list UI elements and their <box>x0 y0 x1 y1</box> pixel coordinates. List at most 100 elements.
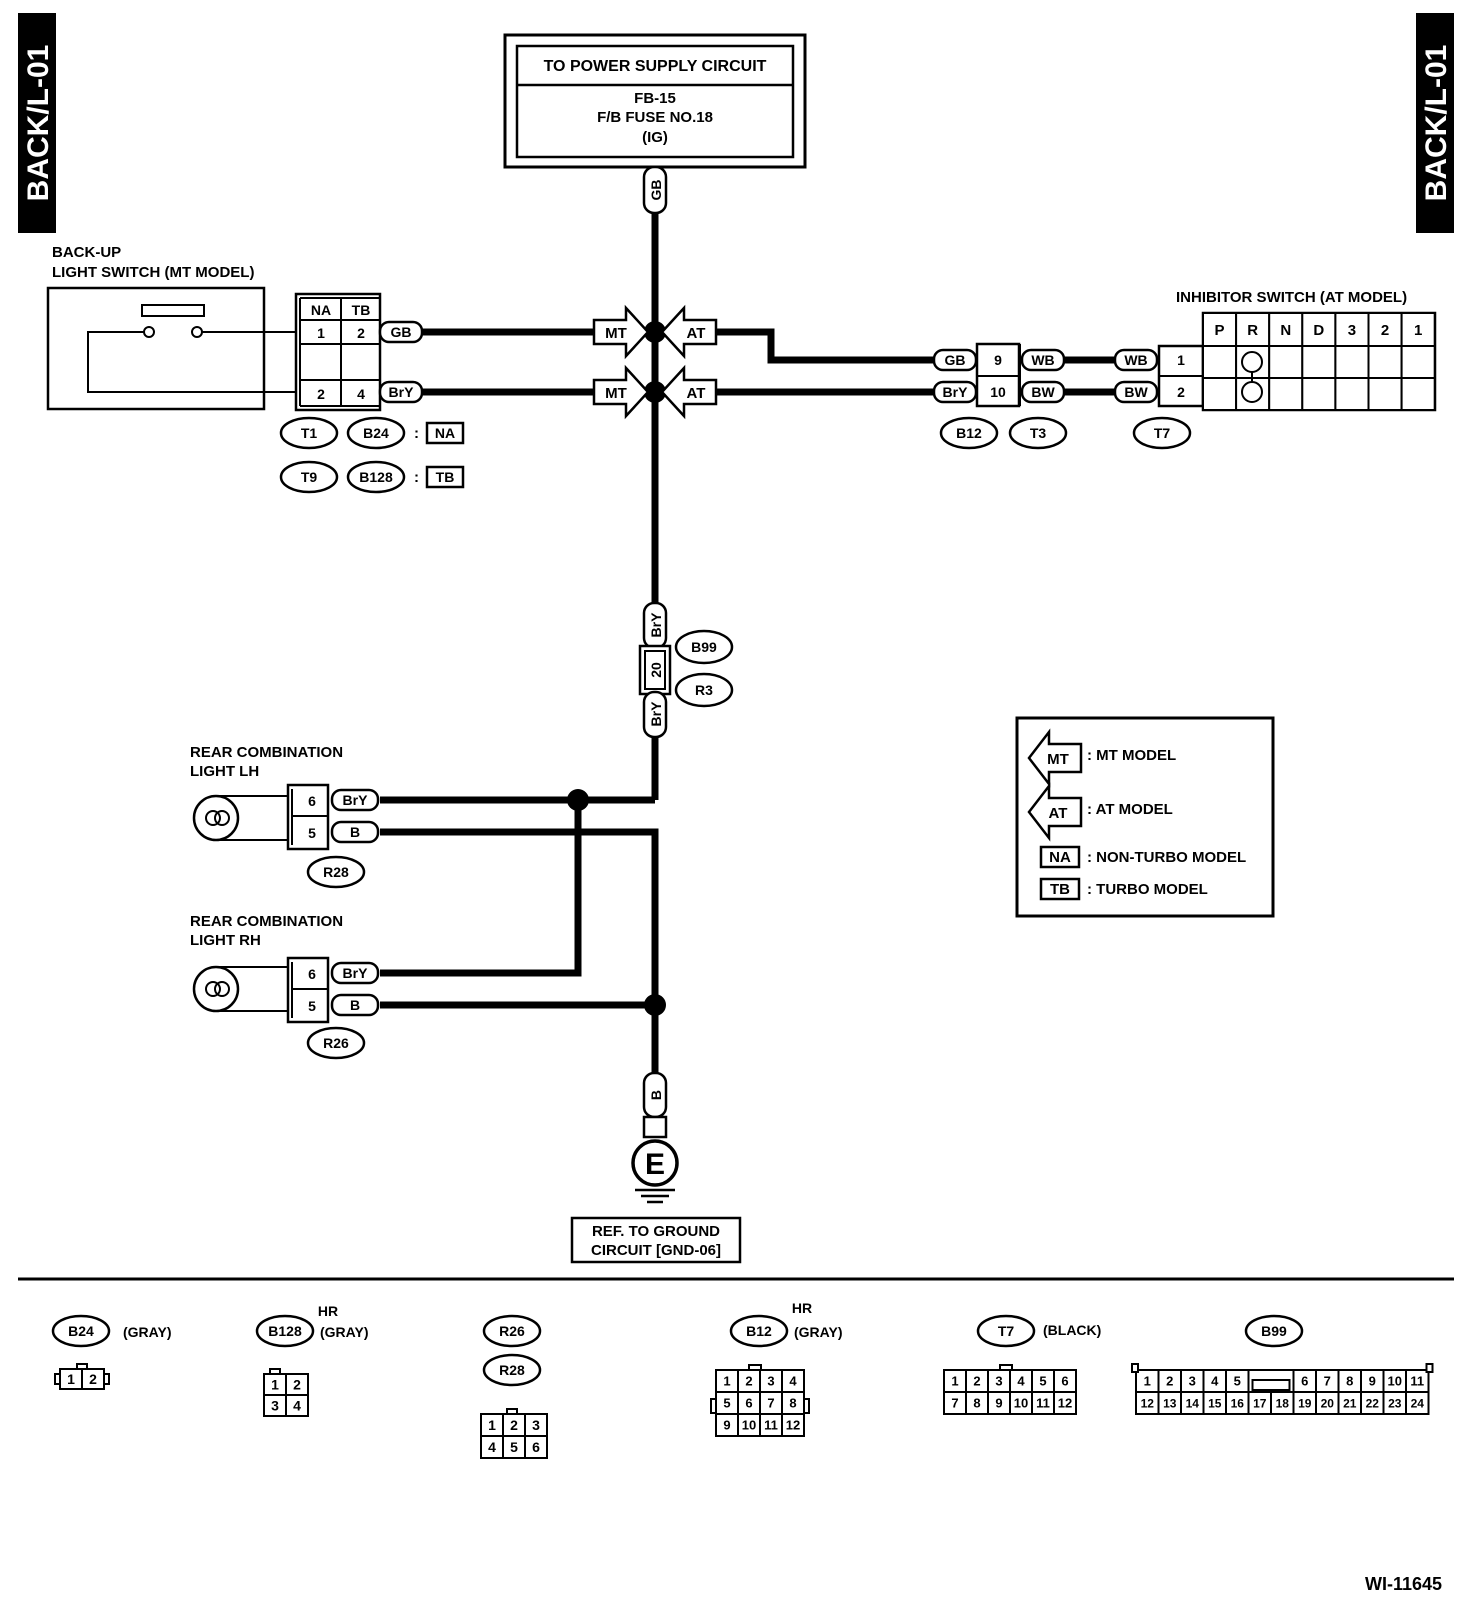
svg-text:9: 9 <box>994 352 1002 368</box>
svg-text:19: 19 <box>1298 1396 1312 1410</box>
connector-pin: 4 <box>1202 1369 1227 1393</box>
lh-light-label2: LIGHT LH <box>190 763 259 780</box>
svg-text:1: 1 <box>723 1374 730 1389</box>
svg-text:E: E <box>645 1148 665 1181</box>
connector-pin: 3 <box>524 1413 548 1437</box>
svg-text:BrY: BrY <box>343 965 369 981</box>
svg-text:BW: BW <box>1124 384 1148 400</box>
connector-pin: 24 <box>1405 1391 1430 1415</box>
svg-text:3: 3 <box>532 1417 540 1433</box>
svg-text:8: 8 <box>1346 1374 1353 1389</box>
connector-r28-label: R28 <box>306 855 366 889</box>
svg-text:WB: WB <box>1031 352 1054 368</box>
connector-r26-label: R26 <box>306 1026 366 1060</box>
svg-text:B12: B12 <box>956 425 982 441</box>
svg-text:4: 4 <box>1017 1374 1025 1389</box>
svg-text:R26: R26 <box>499 1323 525 1339</box>
svg-text:MT: MT <box>1047 751 1069 768</box>
svg-text:NA: NA <box>435 425 455 441</box>
svg-text:16: 16 <box>1231 1396 1245 1410</box>
wire-pill-bry-rh: BrY <box>330 961 380 985</box>
svg-text:2: 2 <box>510 1417 518 1433</box>
svg-text:9: 9 <box>995 1396 1002 1411</box>
connector-b128-label: B128 <box>346 460 406 494</box>
svg-text:5: 5 <box>1039 1374 1046 1389</box>
svg-text:R28: R28 <box>323 864 349 880</box>
connector-t7-label: T7 <box>1132 416 1192 450</box>
svg-text:(GRAY): (GRAY) <box>320 1324 369 1340</box>
wire-pill-bry-left: BrY <box>378 380 424 404</box>
svg-text:BW: BW <box>1031 384 1055 400</box>
svg-text:10: 10 <box>990 384 1006 400</box>
page-code-right: BACK/L-01 <box>1420 45 1453 202</box>
junction-dot-top <box>644 321 666 343</box>
svg-text:15: 15 <box>1208 1396 1222 1410</box>
svg-text:2: 2 <box>1381 322 1389 339</box>
page-code-left-tab: BACK/L-01 <box>18 13 56 233</box>
rh-light-label1: REAR COMBINATION <box>190 913 343 930</box>
svg-text:5: 5 <box>308 998 316 1014</box>
svg-text:B128: B128 <box>359 469 393 485</box>
svg-text:HR: HR <box>318 1303 338 1319</box>
lh-lamp-bulb <box>192 794 291 842</box>
svg-text::: : <box>414 469 419 486</box>
connector-pin: 21 <box>1337 1391 1362 1415</box>
svg-text:BrY: BrY <box>943 384 969 400</box>
wire-pill-gb: GB <box>642 165 668 215</box>
connector-r3-label: R3 <box>674 672 734 708</box>
wire-pill-wb-right: WB <box>1020 348 1066 372</box>
junction-dot-ground <box>644 994 666 1016</box>
svg-text:4: 4 <box>1211 1374 1219 1389</box>
svg-text:2: 2 <box>1166 1374 1173 1389</box>
svg-text:GB: GB <box>945 352 966 368</box>
mt-flag-mid: MT <box>592 364 650 420</box>
inhibitor-position-2: 2 <box>1367 312 1403 347</box>
wires <box>380 213 1115 1075</box>
svg-text:7: 7 <box>1324 1374 1331 1389</box>
connector-pin: 5 <box>715 1391 739 1415</box>
svg-text:22: 22 <box>1366 1396 1380 1410</box>
svg-text:10: 10 <box>742 1418 756 1433</box>
connector-pin: 2 <box>1157 1369 1182 1393</box>
wire-pill-b-rh: B <box>330 993 380 1017</box>
svg-text:BrY: BrY <box>648 701 664 727</box>
power-supply-line2: F/B FUSE NO.18 <box>597 109 713 126</box>
connector-pin: 3 <box>759 1369 783 1393</box>
svg-text:20: 20 <box>1321 1396 1335 1410</box>
connector-pin-20: 20 <box>638 644 672 696</box>
svg-text:AT: AT <box>687 385 706 402</box>
svg-text:6: 6 <box>745 1396 752 1411</box>
connector-b12-t3-block: 9 10 <box>975 342 1021 408</box>
wire-pill-gb-right: GB <box>932 348 978 372</box>
svg-text:9: 9 <box>1369 1374 1376 1389</box>
connector-pin: 9 <box>715 1413 739 1437</box>
svg-text:10: 10 <box>1014 1396 1028 1411</box>
wire-pill-bry-lower: BrY <box>642 690 668 739</box>
svg-text:7: 7 <box>767 1396 774 1411</box>
connector-pin: 9 <box>987 1391 1011 1415</box>
connector-pin: 7 <box>759 1391 783 1415</box>
svg-text:6: 6 <box>308 966 316 982</box>
inhibitor-cell <box>1400 345 1436 379</box>
svg-text:T1: T1 <box>301 425 318 441</box>
svg-text:B99: B99 <box>1261 1323 1287 1339</box>
svg-text:3: 3 <box>271 1398 279 1414</box>
inhibitor-cell <box>1268 377 1304 411</box>
svg-text:23: 23 <box>1388 1396 1402 1410</box>
svg-text:B12: B12 <box>746 1323 772 1339</box>
svg-text:CIRCUIT [GND-06]: CIRCUIT [GND-06] <box>591 1242 721 1259</box>
connector-pin: 12 <box>781 1413 805 1437</box>
svg-text:10: 10 <box>1388 1374 1402 1389</box>
svg-text:BrY: BrY <box>343 792 369 808</box>
svg-text:1: 1 <box>67 1371 75 1387</box>
connector-pin: 1 <box>1135 1369 1160 1393</box>
connector-pin: 20 <box>1315 1391 1340 1415</box>
backup-switch-label1: BACK-UP <box>52 244 121 261</box>
svg-text:5: 5 <box>1234 1374 1241 1389</box>
svg-text:5: 5 <box>510 1439 518 1455</box>
svg-text:1: 1 <box>951 1374 958 1389</box>
inhibitor-position-R: R <box>1235 312 1271 347</box>
svg-text:6: 6 <box>532 1439 540 1455</box>
